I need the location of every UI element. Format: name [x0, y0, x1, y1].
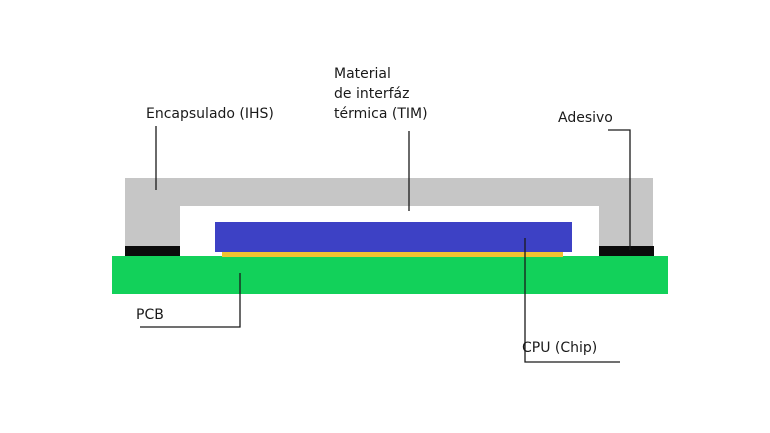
label-adhesive: Adesivo — [558, 110, 613, 126]
pcb-board — [112, 256, 668, 294]
leader-lines — [140, 126, 631, 363]
label-cpu: CPU (Chip) — [522, 340, 598, 356]
label-tim-line-3: térmica (TIM) — [334, 106, 428, 122]
ihs-shape — [125, 178, 653, 247]
die-bond-strip — [222, 251, 563, 257]
leader-pcb — [140, 273, 241, 328]
label-tim-line-1: Material — [334, 66, 391, 82]
adhesive-left — [125, 246, 180, 257]
label-ihs: Encapsulado (IHS) — [146, 106, 274, 122]
leader-adhesive — [608, 129, 631, 250]
label-tim: Material de interfáz térmica (TIM) — [334, 64, 428, 124]
adhesive-right — [599, 246, 654, 257]
label-pcb: PCB — [136, 307, 164, 323]
label-tim-line-2: de interfáz — [334, 86, 410, 102]
cpu-die — [215, 222, 572, 252]
leader-cpu — [524, 238, 620, 363]
